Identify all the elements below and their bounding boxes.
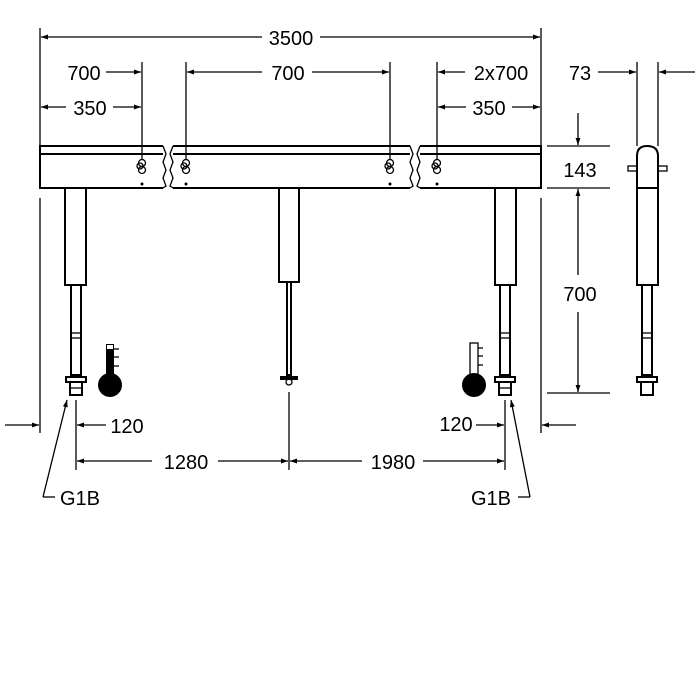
cold-water-thermometer-icon xyxy=(462,342,486,397)
right-pipe-offset-label: 120 xyxy=(439,414,472,436)
center-to-right-label: 1980 xyxy=(371,452,416,474)
leg-height-label: 700 xyxy=(563,284,596,306)
mounting-hole xyxy=(384,158,395,186)
extension-lines xyxy=(39,28,659,470)
middle-spacing-label: 700 xyxy=(271,63,304,85)
left-pipe-offset-label: 120 xyxy=(110,416,143,438)
right-leg xyxy=(494,187,517,396)
left-leg xyxy=(64,187,87,396)
mounting-hole xyxy=(431,158,442,186)
left-to-center-label: 1280 xyxy=(164,452,209,474)
overall-length-label: 3500 xyxy=(269,28,314,50)
dimension-lines xyxy=(5,34,695,498)
right-offset-label: 350 xyxy=(472,98,505,120)
mounting-hole xyxy=(136,158,147,186)
right-spacing-label: 2x700 xyxy=(474,63,529,85)
hot-water-thermometer-icon xyxy=(98,344,122,397)
right-thread-label: G1B xyxy=(471,488,511,510)
beam-front-view xyxy=(39,143,542,191)
center-leg xyxy=(276,187,302,386)
left-offset-label: 350 xyxy=(73,98,106,120)
beam-height-label: 143 xyxy=(563,160,596,182)
depth-label: 73 xyxy=(569,63,591,85)
side-view xyxy=(627,144,668,396)
left-spacing-label: 700 xyxy=(67,63,100,85)
mounting-hole xyxy=(180,158,191,186)
left-thread-label: G1B xyxy=(60,488,100,510)
